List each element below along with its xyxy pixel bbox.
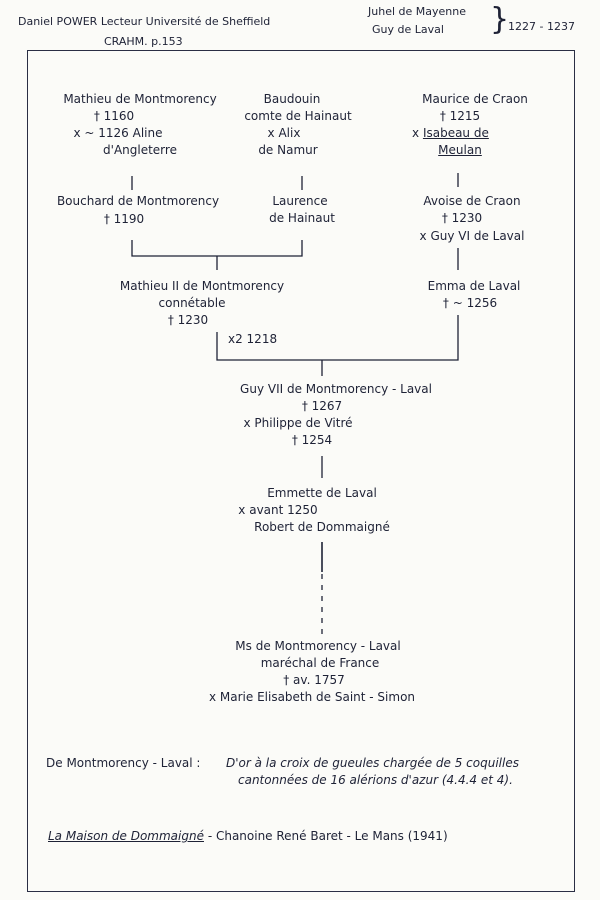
header-note-line1: Juhel de Mayenne <box>368 5 466 18</box>
emmette-spouse: x avant 1250 <box>238 503 318 517</box>
marechal-title: maréchal de France <box>260 656 380 670</box>
maurice-spouse-line: x Isabeau de <box>412 126 489 141</box>
avoise-death: † 1230 <box>441 211 483 225</box>
mathieu-death: † 1160 <box>93 109 135 123</box>
blazon-text-2: cantonnées de 16 alérions d'azur (4.4.4 … <box>238 773 513 787</box>
baudouin-spouse: x Alix <box>267 126 301 140</box>
guy7-spouse: x Philippe de Vitré <box>243 416 353 430</box>
maurice-name: Maurice de Craon <box>422 92 528 106</box>
guy7-name: Guy VII de Montmorency - Laval <box>240 382 432 396</box>
source-rest: - Chanoine René Baret - Le Mans (1941) <box>207 829 448 843</box>
avoise-spouse: x Guy VI de Laval <box>419 229 525 243</box>
maurice-spouse: Isabeau de <box>422 126 489 140</box>
header-author: Daniel POWER Lecteur Université de Sheff… <box>18 15 271 28</box>
blazon-label: De Montmorency - Laval : <box>46 756 201 770</box>
maurice-death: † 1215 <box>439 109 481 123</box>
line-marriage-join <box>216 315 459 361</box>
line-bouchard-laurence-join <box>131 240 303 257</box>
mathieu2-name: Mathieu II de Montmorency <box>119 279 285 293</box>
emmette-name: Emmette de Laval <box>267 486 377 500</box>
header-note-dates: 1227 - 1237 <box>508 20 575 33</box>
source-line: La Maison de Dommaigné - Chanoine René B… <box>48 829 448 844</box>
emma-name: Emma de Laval <box>427 279 521 293</box>
guy7-spouse-death: † 1254 <box>291 433 333 447</box>
marechal-name: Ms de Montmorency - Laval <box>235 639 401 653</box>
mathieu2-title: connétable <box>158 296 226 310</box>
bouchard-death: † 1190 <box>103 212 145 226</box>
marriage-label: x2 1218 <box>228 332 278 346</box>
page-frame <box>27 50 575 892</box>
avoise-name: Avoise de Craon <box>423 194 521 208</box>
laurence-name-2: de Hainaut <box>269 211 335 225</box>
guy7-death: † 1267 <box>301 399 343 413</box>
mathieu-name: Mathieu de Montmorency <box>63 92 217 106</box>
blazon-text-1: D'or à la croix de gueules chargée de 5 … <box>226 756 519 770</box>
emmette-spouse-2: Robert de Dommaigné <box>254 520 390 534</box>
header-reference: CRAHM. p.153 <box>104 35 183 48</box>
maurice-spouse-prefix: x <box>412 126 420 140</box>
baudouin-title: comte de Hainaut <box>244 109 352 123</box>
baudouin-name: Baudouin <box>263 92 321 106</box>
source-title: La Maison de Dommaigné <box>48 829 204 843</box>
brace-icon: } <box>490 2 510 37</box>
header-note-line2: Guy de Laval <box>372 23 444 36</box>
maurice-spouse-2: Meulan <box>438 143 482 157</box>
mathieu-spouse: x ~ 1126 Aline <box>73 126 163 140</box>
marechal-death: † av. 1757 <box>283 673 345 687</box>
marechal-spouse: x Marie Elisabeth de Saint - Simon <box>208 690 416 704</box>
emma-death: † ~ 1256 <box>442 296 498 310</box>
bouchard-name: Bouchard de Montmorency <box>56 194 220 208</box>
laurence-name: Laurence <box>272 194 328 208</box>
baudouin-spouse-2: de Namur <box>258 143 318 157</box>
mathieu2-death: † 1230 <box>167 313 209 327</box>
mathieu-spouse-2: d'Angleterre <box>103 143 177 157</box>
